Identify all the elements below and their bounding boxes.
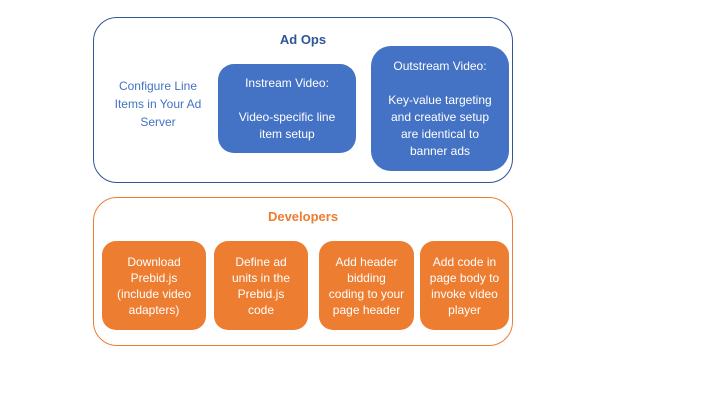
step-invoke-player-box: Add code in page body to invoke video pl… bbox=[420, 241, 509, 330]
instream-video-body: Video-specific line item setup bbox=[238, 109, 336, 141]
developers-title: Developers bbox=[267, 209, 339, 224]
step-download-prebid-box: Download Prebid.js (include video adapte… bbox=[102, 241, 206, 330]
developers-group: Developers Download Prebid.js (include v… bbox=[93, 197, 513, 346]
step-header-bidding-box: Add header bidding coding to your page h… bbox=[319, 241, 414, 330]
step-define-ad-units-box: Define ad units in the Prebid.js code bbox=[214, 241, 308, 330]
ad-ops-title: Ad Ops bbox=[279, 32, 327, 47]
instream-video-box: Instream Video: Video-specific line item… bbox=[218, 64, 356, 153]
ad-ops-side-note: Configure Line Items in Your Ad Server bbox=[114, 79, 202, 129]
instream-video-heading: Instream Video: bbox=[245, 75, 329, 90]
step-download-prebid-label: Download Prebid.js (include video adapte… bbox=[116, 254, 192, 317]
step-invoke-player-label: Add code in page body to invoke video pl… bbox=[429, 254, 500, 317]
outstream-video-box: Outstream Video: Key-value targeting and… bbox=[371, 46, 509, 171]
outstream-video-body: Key-value targeting and creative setup a… bbox=[388, 92, 492, 158]
step-header-bidding-label: Add header bidding coding to your page h… bbox=[328, 254, 405, 317]
ad-ops-group: Ad Ops Configure Line Items in Your Ad S… bbox=[93, 17, 513, 183]
outstream-video-heading: Outstream Video: bbox=[393, 58, 487, 73]
step-define-ad-units-label: Define ad units in the Prebid.js code bbox=[231, 254, 291, 317]
